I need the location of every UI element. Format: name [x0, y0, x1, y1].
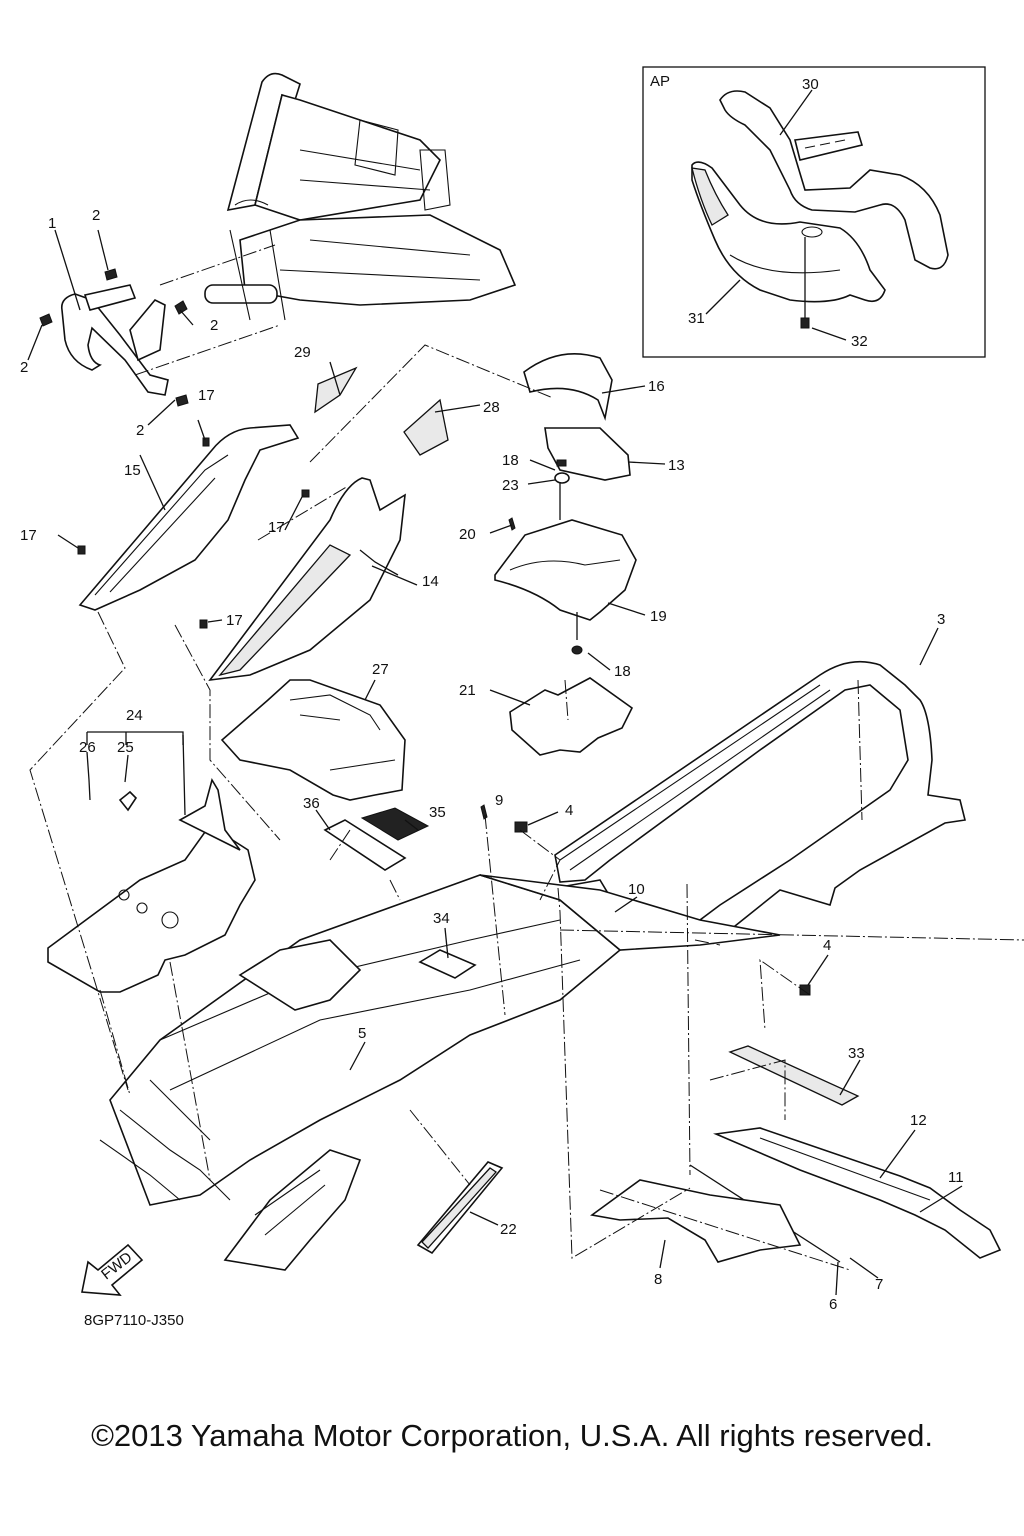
callout-12: 12	[910, 1112, 927, 1129]
callout-21: 21	[459, 682, 476, 699]
callout-15: 15	[124, 462, 141, 479]
fwd-arrow-icon: FWD	[81, 1243, 144, 1296]
callout-5: 5	[358, 1025, 366, 1042]
inset-label: AP	[650, 73, 670, 90]
part-36-strip	[323, 819, 407, 871]
callout-16: 16	[648, 378, 665, 395]
callout-20: 20	[459, 526, 476, 543]
main-frame	[204, 72, 517, 321]
callout-10: 10	[628, 881, 645, 898]
inset-bracket	[794, 131, 864, 161]
part-3-rear-bumper	[554, 660, 966, 936]
callout-2: 2	[210, 317, 218, 334]
inset-grab-bar	[719, 90, 949, 270]
callout-17: 17	[20, 527, 37, 544]
callout-6: 6	[829, 1296, 837, 1313]
part-11-mud-flap	[713, 1127, 1002, 1259]
callout-31: 31	[688, 310, 705, 327]
callout-25: 25	[117, 739, 134, 756]
part-15-side-panel	[78, 424, 300, 611]
callout-27: 27	[372, 661, 389, 678]
inset-cover	[691, 161, 886, 303]
callout-2: 2	[92, 207, 100, 224]
part-21-mat	[509, 677, 634, 756]
callout-4: 4	[565, 802, 573, 819]
part-13-bracket	[544, 427, 631, 481]
callout-33: 33	[848, 1045, 865, 1062]
callout-17: 17	[198, 387, 215, 404]
callout-34: 34	[433, 910, 450, 927]
part-code: 8GP7110-J350	[84, 1312, 184, 1329]
callout-1: 1	[48, 215, 56, 232]
part-27-housing	[220, 679, 406, 801]
callout-2: 2	[136, 422, 144, 439]
callout-23: 23	[502, 477, 519, 494]
part-19-tray	[494, 519, 637, 621]
callout-35: 35	[429, 804, 446, 821]
callout-18: 18	[502, 452, 519, 469]
part-35-pad	[360, 807, 430, 841]
callout-24: 24	[126, 707, 143, 724]
part-29-pad	[314, 366, 358, 414]
callout-32: 32	[851, 333, 868, 350]
part-1-grab-bar	[60, 293, 169, 396]
callout-30: 30	[802, 76, 819, 93]
callout-8: 8	[654, 1271, 662, 1288]
callout-18: 18	[614, 663, 631, 680]
callout-22: 22	[500, 1221, 517, 1238]
callout-labels: 1 2 2 2 2 3 4 4 5 6 7 8 9 10 11 12 13 14…	[20, 76, 964, 1313]
part-24-guard	[47, 831, 256, 993]
callout-19: 19	[650, 608, 667, 625]
callout-2: 2	[20, 359, 28, 376]
callout-3: 3	[937, 611, 945, 628]
callout-36: 36	[303, 795, 320, 812]
callout-26: 26	[79, 739, 96, 756]
callout-9: 9	[495, 792, 503, 809]
callout-28: 28	[483, 399, 500, 416]
callout-13: 13	[668, 457, 685, 474]
callout-17: 17	[268, 519, 285, 536]
part-16-cap	[523, 353, 613, 421]
part-28-pad	[403, 398, 449, 456]
callout-11: 11	[948, 1169, 964, 1186]
leader-lines	[27, 89, 1024, 1296]
part-33-decal	[728, 1045, 860, 1106]
callout-7: 7	[875, 1276, 883, 1293]
copyright-notice: ©2013 Yamaha Motor Corporation, U.S.A. A…	[91, 1418, 933, 1453]
callout-17: 17	[226, 612, 243, 629]
callout-14: 14	[422, 573, 439, 590]
chassis-tunnel	[99, 874, 781, 1271]
part-34-bracket	[418, 949, 477, 979]
callout-4: 4	[823, 937, 831, 954]
callout-29: 29	[294, 344, 311, 361]
